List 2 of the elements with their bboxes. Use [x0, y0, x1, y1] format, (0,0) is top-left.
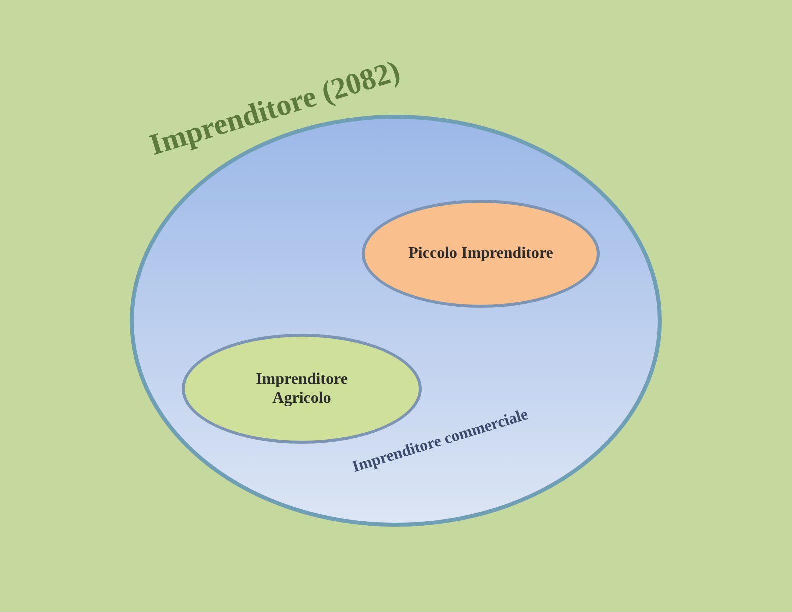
- ellipse-label: Piccolo Imprenditore: [408, 244, 554, 264]
- ellipse-label: Imprenditore Agricolo: [255, 370, 349, 408]
